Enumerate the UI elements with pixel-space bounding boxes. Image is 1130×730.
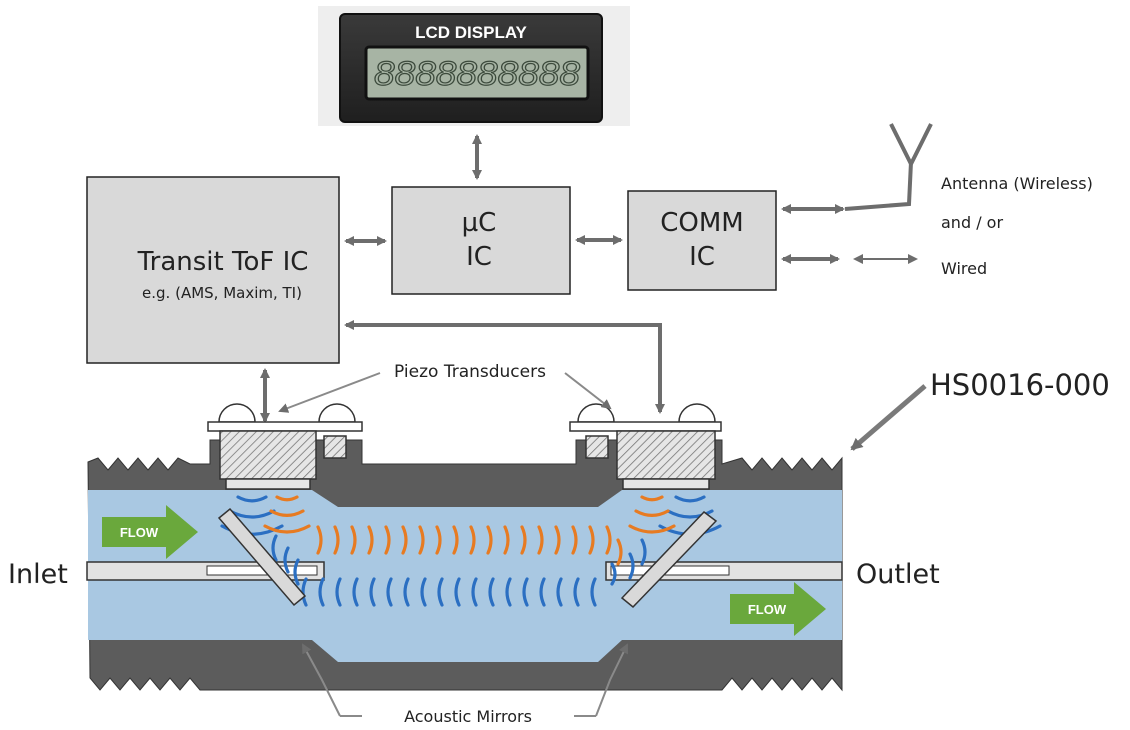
wave-arc	[571, 525, 578, 555]
wave-arc	[666, 509, 714, 519]
wave-arc	[283, 546, 290, 574]
wave-arc	[386, 577, 393, 607]
wave-arc	[616, 538, 623, 566]
flow-arrow-outlet: FLOW	[730, 582, 826, 636]
piezo-pointer-right	[564, 372, 612, 410]
wave-arc	[301, 577, 308, 607]
wave-arc	[293, 558, 300, 586]
comm-ic-box: COMM IC	[627, 190, 777, 291]
wave-arc	[628, 524, 676, 534]
wave-arc	[674, 495, 706, 503]
wave-arc	[605, 525, 612, 555]
part-number-pointer	[850, 384, 927, 451]
left-acoustic-mirror	[217, 507, 307, 607]
wave-arc	[384, 525, 391, 555]
part-number-label: HS0016-000	[930, 368, 1110, 402]
tof-ic-box: Transit ToF IC e.g. (AMS, Maxim, TI)	[86, 176, 340, 364]
outlet-label: Outlet	[856, 559, 940, 590]
wave-arc	[469, 525, 476, 555]
wave-arc	[520, 525, 527, 555]
wave-arc	[539, 577, 546, 607]
wave-arc	[269, 509, 305, 517]
uc-ic-box: µC IC	[391, 186, 571, 295]
wave-arc	[369, 577, 376, 607]
wired-label: Wired	[941, 259, 987, 278]
comm-ic-line2: IC	[689, 242, 715, 272]
acoustic-waves	[220, 495, 722, 607]
wave-arc	[640, 495, 664, 502]
mirror-pointer-left-lead	[302, 643, 341, 717]
wave-arc	[522, 577, 529, 607]
comm-ic-line1: COMM	[660, 208, 743, 238]
flow-label-inlet: FLOW	[120, 525, 159, 540]
inlet-label: Inlet	[8, 559, 68, 590]
uc-ic-line2: IC	[466, 242, 492, 272]
mirrors-label: Acoustic Mirrors	[404, 707, 532, 725]
wave-arc	[537, 525, 544, 555]
left-transducer	[207, 403, 363, 490]
right-transducer	[569, 403, 722, 490]
uc-ic-line1: µC	[462, 208, 497, 238]
wave-arc	[367, 525, 374, 555]
lcd-digits: 8888888888	[374, 55, 580, 93]
wave-arc	[333, 525, 340, 555]
tof-ic-title: Transit ToF IC	[137, 247, 309, 277]
wave-arc	[263, 524, 311, 534]
piezo-pointer-left	[278, 372, 381, 413]
wave-arc	[403, 577, 410, 607]
tof-ic-subtitle: e.g. (AMS, Maxim, TI)	[142, 284, 302, 302]
wave-arc	[275, 495, 299, 502]
lcd-screen	[364, 45, 590, 101]
wave-arc	[634, 509, 670, 517]
tof-right-transducer-arrow	[344, 320, 665, 414]
wave-arc	[588, 525, 595, 555]
flow-arrow-inlet: FLOW	[102, 505, 198, 559]
wave-arc	[318, 577, 325, 607]
wave-arc	[435, 525, 442, 555]
flow-label-outlet: FLOW	[748, 602, 787, 617]
antenna-icon	[844, 123, 933, 211]
wave-arc	[335, 577, 342, 607]
wave-arc	[505, 577, 512, 607]
mirror-pointer-right-lead	[595, 643, 629, 717]
wave-arc	[420, 577, 427, 607]
wave-arc	[236, 495, 268, 503]
wave-arc	[437, 577, 444, 607]
wave-arc	[640, 538, 647, 566]
wave-arc	[271, 534, 278, 562]
wave-arc	[628, 552, 635, 580]
wave-arc	[401, 525, 408, 555]
wave-arc	[503, 525, 510, 555]
wave-arc	[452, 525, 459, 555]
wave-arc	[486, 525, 493, 555]
wave-arc	[554, 525, 561, 555]
wave-arc	[610, 562, 617, 586]
right-acoustic-mirror	[620, 511, 718, 609]
antenna-label: Antenna (Wireless)	[941, 174, 1093, 193]
wave-arc	[590, 577, 597, 607]
lcd-display: LCD DISPLAY 8888888888	[318, 6, 630, 126]
wave-arc	[556, 577, 563, 607]
wave-arc	[418, 525, 425, 555]
piezo-label: Piezo Transducers	[394, 362, 546, 382]
wave-arc	[352, 577, 359, 607]
lcd-title: LCD DISPLAY	[415, 23, 527, 42]
wave-arc	[471, 577, 478, 607]
wave-arc	[350, 525, 357, 555]
wave-arc	[573, 577, 580, 607]
andor-label: and / or	[941, 213, 1003, 232]
wave-arc	[488, 577, 495, 607]
wave-arc	[316, 525, 323, 555]
wave-arc	[454, 577, 461, 607]
